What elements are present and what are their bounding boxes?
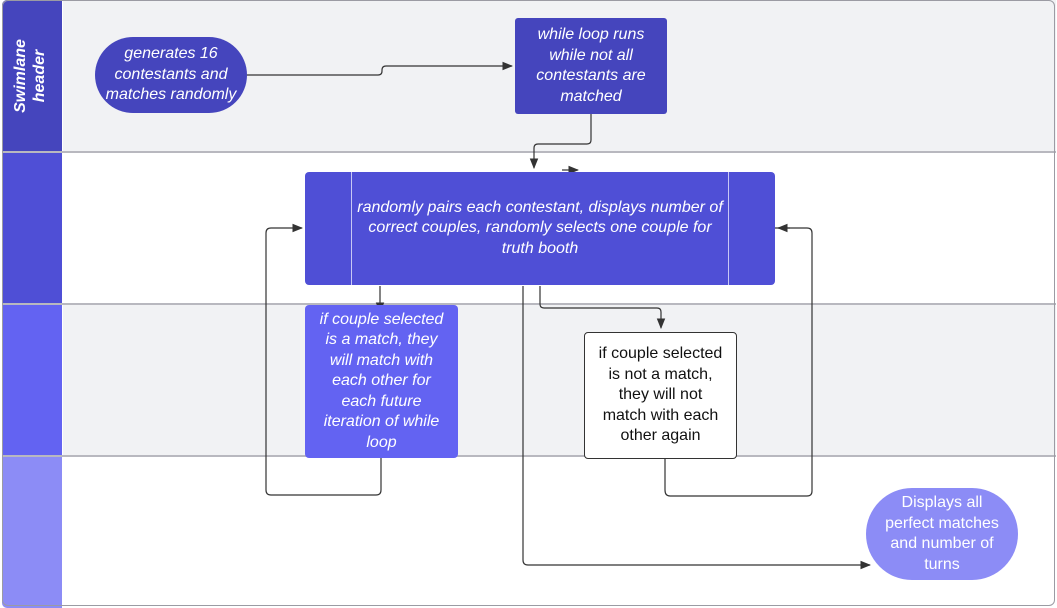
node-pair-contestants-text: randomly pairs each contestant, displays… bbox=[357, 198, 723, 257]
swimlane-4-header bbox=[2, 456, 62, 608]
node-match-no-text: if couple selected is not a match, they … bbox=[598, 345, 723, 445]
connector-match-yes-loop bbox=[265, 223, 382, 496]
swimlane-3-header bbox=[2, 304, 62, 456]
node-generate-contestants: generates 16 contestants and matches ran… bbox=[95, 37, 247, 113]
node-while-loop-text: while loop runs while not all contestant… bbox=[536, 26, 646, 105]
node-match-no: if couple selected is not a match, they … bbox=[584, 332, 737, 459]
lane-divider bbox=[2, 151, 1056, 153]
lane-divider bbox=[2, 303, 1056, 305]
node-display-results: Displays all perfect matches and number … bbox=[866, 488, 1018, 580]
swimlane-2-header bbox=[2, 152, 62, 304]
connector-pair-to-display bbox=[522, 286, 872, 570]
process-left-bar bbox=[351, 172, 352, 285]
node-generate-contestants-text: generates 16 contestants and matches ran… bbox=[105, 45, 237, 104]
process-right-bar bbox=[728, 172, 729, 285]
node-match-yes: if couple selected is a match, they will… bbox=[305, 305, 458, 458]
swimlane-3-body bbox=[63, 304, 1056, 456]
connector-match-no-loop bbox=[664, 223, 813, 497]
node-match-yes-text: if couple selected is a match, they will… bbox=[319, 310, 444, 451]
node-while-loop: while loop runs while not all contestant… bbox=[515, 18, 667, 114]
swimlane-1-header bbox=[2, 0, 62, 152]
connector-while-to-pair bbox=[529, 114, 592, 170]
lane-divider bbox=[2, 455, 1056, 457]
node-pair-contestants: randomly pairs each contestant, displays… bbox=[305, 172, 775, 285]
swimlane-3 bbox=[2, 304, 1056, 456]
connector-generate-to-while bbox=[246, 61, 514, 76]
connector-pair-to-match-no bbox=[539, 286, 666, 330]
node-display-results-text: Displays all perfect matches and number … bbox=[885, 494, 999, 573]
